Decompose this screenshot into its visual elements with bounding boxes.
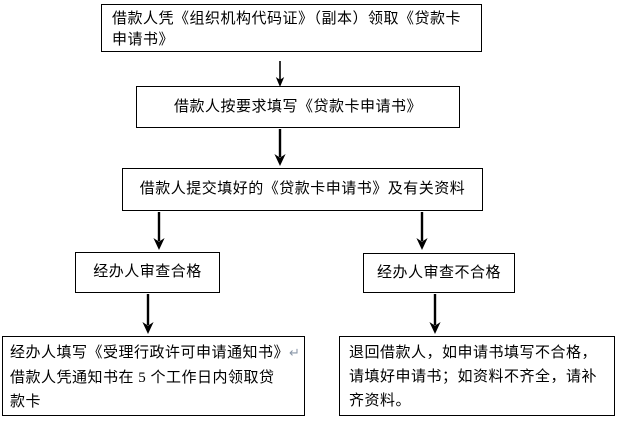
flow-box-step1: 借款人凭《组织机构代码证》（副本）领取《贷款卡 申请书》: [101, 4, 482, 52]
text-line: 借款人提交填好的《贷款卡申请书》及有关资料: [139, 181, 466, 197]
text-line: 借款人凭通知书在 5 个工作日内领取贷: [10, 370, 275, 386]
text-line-content: 经办人填写《受理行政许可申请通知书》: [10, 345, 290, 361]
text-line: 借款人凭《组织机构代码证》（副本）领取《贷款卡: [112, 11, 462, 27]
flow-box-approve-result: 经办人填写《受理行政许可申请通知书》↵ 借款人凭通知书在 5 个工作日内领取贷 …: [2, 336, 305, 416]
text-line: 经办人审查合格: [93, 264, 202, 280]
flow-box-step3: 借款人提交填好的《贷款卡申请书》及有关资料: [122, 168, 483, 211]
text-line: 借款人按要求填写《贷款卡申请书》: [173, 98, 422, 115]
text-line: 款卡: [10, 394, 42, 410]
flow-box-step2: 借款人按要求填写《贷款卡申请书》: [136, 86, 460, 128]
text-line: 经办人填写《受理行政许可申请通知书》↵: [10, 341, 302, 366]
return-mark-icon: ↵: [289, 346, 300, 361]
down-arrow-icon: [142, 294, 154, 334]
flow-box-reject-result: 退回借款人，如申请书填写不合格， 请填好申请书；如资料不齐全，请补 齐资料。: [339, 336, 615, 416]
down-arrow-icon: [275, 61, 285, 87]
text-line: 退回借款人，如申请书填写不合格，: [349, 345, 598, 361]
text-line: 请填好申请书；如资料不齐全，请补: [349, 369, 598, 385]
flow-box-approve: 经办人审查合格: [75, 252, 220, 293]
down-arrow-icon: [416, 212, 428, 250]
down-arrow-icon: [429, 294, 441, 334]
down-arrow-icon: [153, 212, 165, 250]
down-arrow-icon: [274, 129, 286, 166]
flow-box-reject: 经办人审查不合格: [363, 253, 515, 293]
text-line: 经办人审查不合格: [376, 264, 501, 281]
text-line: 齐资料。: [349, 393, 412, 409]
text-line: 申请书》: [112, 32, 175, 48]
